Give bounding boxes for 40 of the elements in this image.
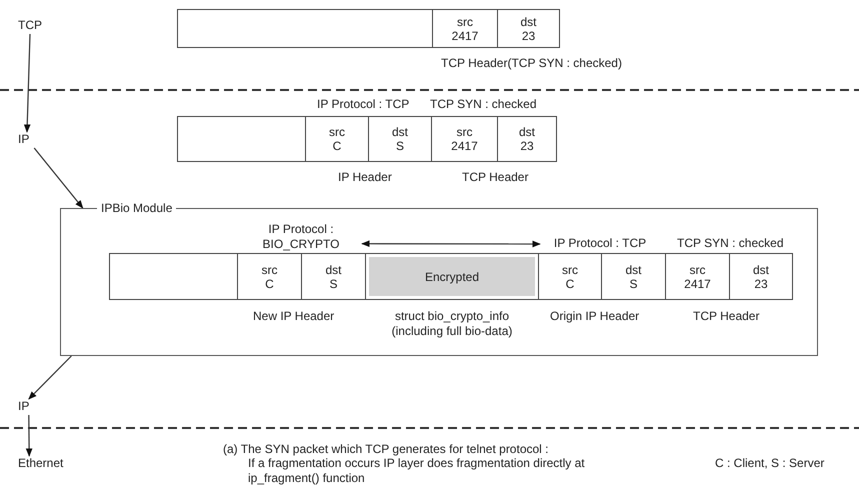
arrow: [361, 240, 541, 248]
payload-field: [109, 253, 238, 300]
packet-field: dst S: [601, 253, 666, 300]
layer-label: IP: [18, 132, 36, 148]
payload-field: [177, 116, 306, 162]
legend-note: C : Client, S : Server: [715, 456, 824, 471]
packet-field: src C: [305, 116, 369, 162]
protocol-label: IP Protocol : TCP: [317, 97, 410, 112]
packet-field: dst 23: [729, 253, 793, 300]
layer-label: IP: [18, 399, 36, 415]
header-label: New IP Header: [253, 309, 334, 324]
header-label: TCP Header(TCP SYN : checked): [441, 56, 622, 71]
packet-field: src 2417: [432, 9, 498, 48]
header-label: IP Header: [338, 170, 392, 185]
packet-field: src C: [538, 253, 602, 300]
header-label: struct bio_crypto_info (including full bio-data): [390, 309, 514, 339]
header-label: TCP Header: [462, 170, 528, 185]
packet-field: dst 23: [497, 9, 560, 48]
layer-label: TCP: [18, 18, 42, 34]
packet-field: dst 23: [497, 116, 557, 162]
note-text: If a fragmentation occurs IP layer does fragmentation directly at ip_fragment() function: [248, 456, 586, 486]
header-label: Origin IP Header: [550, 309, 640, 324]
note-text: (a) The SYN packet which TCP generates for telnet protocol :: [223, 442, 548, 457]
arrow: [28, 356, 72, 400]
packet-field: dst S: [301, 253, 366, 300]
arrow: [26, 415, 32, 457]
packet-field: dst S: [368, 116, 432, 162]
arrow: [34, 148, 84, 209]
header-label: TCP Header: [693, 309, 760, 324]
layer-label: Ethernet: [18, 456, 74, 472]
protocol-label: IP Protocol : TCP: [540, 236, 660, 252]
flag-label: TCP SYN : checked: [677, 236, 784, 251]
payload-field: [177, 9, 433, 48]
packet-field: src 2417: [431, 116, 498, 162]
protocol-label: IP Protocol : BIO_CRYPTO: [240, 222, 362, 253]
flag-label: TCP SYN : checked: [430, 97, 536, 112]
packet-field: src C: [237, 253, 302, 300]
packet-field: src 2417: [665, 253, 730, 300]
arrow: [24, 34, 31, 133]
encrypted-field: Encrypted: [365, 253, 539, 300]
